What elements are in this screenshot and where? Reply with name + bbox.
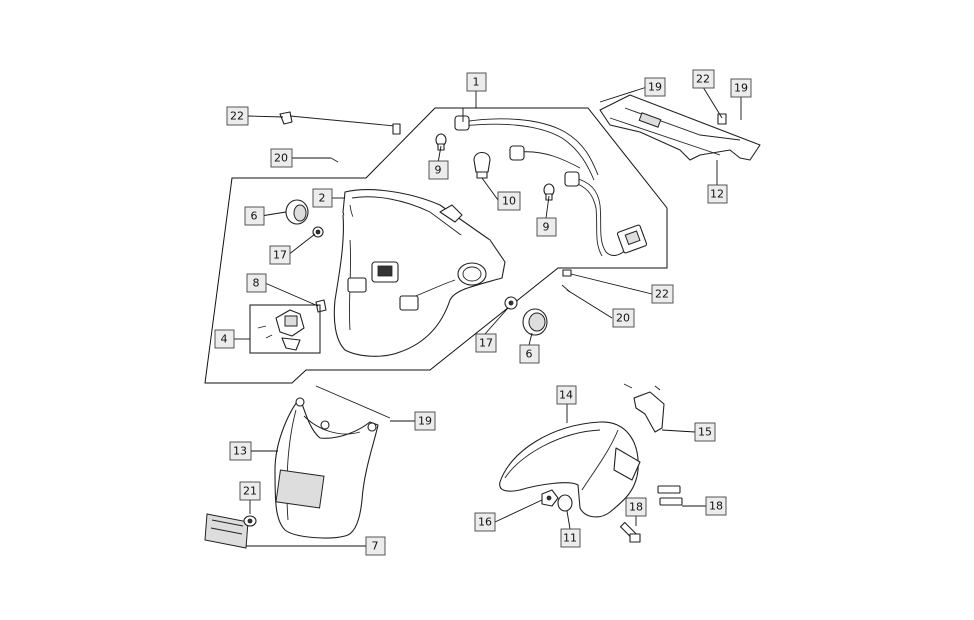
svg-text:22: 22 (696, 73, 710, 86)
leader-lines (234, 86, 742, 547)
sub-assembly-box-4 (249, 304, 321, 354)
nut-16 (541, 489, 559, 507)
svg-text:18: 18 (709, 500, 723, 513)
svg-text:21: 21 (243, 485, 257, 498)
callout-18b: 18 (705, 496, 727, 516)
svg-text:16: 16 (478, 516, 492, 529)
svg-text:18: 18 (629, 501, 643, 514)
callout-22b: 22 (692, 69, 715, 89)
screw-20-left (330, 157, 339, 163)
bolt-18-upper (657, 485, 683, 506)
svg-text:14: 14 (559, 389, 573, 402)
callout-13: 13 (229, 441, 252, 461)
svg-text:10: 10 (502, 195, 516, 208)
rear-bracket (599, 94, 761, 161)
callout-1: 1 (466, 72, 487, 92)
svg-text:13: 13 (233, 445, 247, 458)
reflector-cap-left (285, 199, 309, 225)
callout-22a: 22 (226, 106, 249, 126)
strap-line (289, 115, 396, 127)
headlight-housing (333, 189, 506, 357)
callout-9b: 9 (536, 217, 557, 237)
wiring-harness (454, 115, 648, 257)
assembly-group-frame (204, 107, 668, 384)
screw-22-mid (562, 269, 572, 277)
svg-text:7: 7 (372, 540, 379, 553)
svg-text:20: 20 (274, 152, 288, 165)
front-mudguard (499, 421, 641, 518)
svg-text:19: 19 (734, 82, 748, 95)
callout-16: 16 (474, 512, 496, 532)
svg-text:17: 17 (273, 249, 287, 262)
svg-text:19: 19 (418, 415, 432, 428)
svg-text:9: 9 (435, 164, 442, 177)
grommet-right (504, 296, 518, 310)
callout-18a: 18 (625, 497, 647, 517)
callout-20b: 20 (612, 308, 635, 328)
callout-17b: 17 (475, 333, 497, 353)
bolt-18-lower (619, 521, 641, 543)
clip-8 (315, 299, 327, 313)
callout-6b: 6 (519, 344, 540, 364)
switch-unit (257, 309, 305, 351)
reflector-cap-right (522, 308, 548, 336)
svg-text:11: 11 (563, 532, 577, 545)
svg-text:19: 19 (648, 81, 662, 94)
svg-text:6: 6 (526, 348, 533, 361)
bracket-15 (623, 383, 665, 433)
svg-text:2: 2 (319, 192, 326, 205)
svg-text:9: 9 (543, 221, 550, 234)
callout-9a: 9 (428, 160, 449, 180)
callout-2: 2 (312, 188, 333, 208)
callout-14: 14 (556, 385, 577, 405)
svg-text:15: 15 (698, 426, 712, 439)
spacer-11 (557, 494, 573, 512)
callout-15: 15 (694, 422, 716, 442)
svg-text:6: 6 (251, 210, 258, 223)
callout-22c: 22 (651, 284, 674, 304)
callout-19a: 19 (644, 77, 666, 97)
svg-text:20: 20 (616, 312, 630, 325)
reflector-plate (204, 513, 249, 549)
svg-text:17: 17 (479, 337, 493, 350)
callout-10: 10 (497, 191, 521, 211)
callout-19b: 19 (730, 78, 752, 98)
cover-wire (315, 385, 391, 419)
callout-21: 21 (239, 481, 261, 501)
callout-6a: 6 (244, 206, 265, 226)
callout-4: 4 (214, 329, 235, 349)
callout-8: 8 (246, 273, 267, 293)
callout-17a: 17 (269, 245, 291, 265)
svg-text:22: 22 (655, 288, 669, 301)
callout-7: 7 (365, 536, 386, 556)
bulb-large (473, 151, 491, 179)
svg-text:22: 22 (230, 110, 244, 123)
screw-near-strap (392, 123, 401, 135)
callout-20a: 20 (270, 148, 293, 168)
svg-text:1: 1 (473, 76, 480, 89)
svg-text:12: 12 (710, 188, 724, 201)
svg-text:4: 4 (221, 333, 228, 346)
grommet-left (312, 226, 324, 238)
nut-21 (243, 515, 257, 527)
screw-22-left (279, 111, 293, 125)
front-cover (274, 397, 379, 539)
callout-12: 12 (707, 184, 728, 204)
svg-text:8: 8 (253, 277, 260, 290)
callout-11: 11 (560, 528, 581, 548)
callout-19c: 19 (414, 411, 436, 431)
